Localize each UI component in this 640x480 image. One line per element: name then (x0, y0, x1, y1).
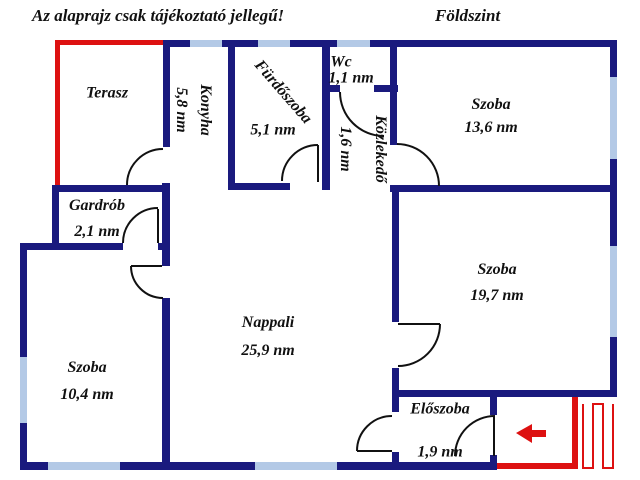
room-name: Konyha (197, 84, 214, 136)
disclaimer-title: Az alaprajz csak tájékoztató jellegű! (32, 6, 285, 25)
room-label-terasz: Terasz (85, 84, 129, 102)
room-label-nappali: Nappali 25,9 nm (241, 309, 294, 365)
doors-group (122, 91, 496, 457)
room-label-kozlekedo: Közlekedő 1,6 nm (328, 115, 398, 183)
room-label-konyha: Konyha 5,8 nm (169, 84, 217, 136)
room-area-wc: 1,1 nm (328, 69, 374, 87)
radiator-icon (582, 403, 614, 469)
room-area: 1,6 nm (337, 126, 354, 172)
room-label-szoba-jobb: Szoba 19,7 nm (470, 257, 523, 309)
room-name: Szoba (67, 359, 107, 376)
room-area: 10,4 nm (60, 386, 114, 403)
room-name: Nappali (241, 314, 295, 331)
room-label-gardrob: Gardrób 2,1 nm (69, 193, 125, 245)
room-label-eloszoba: Előszoba (410, 400, 470, 418)
room-area-furdoszoba: 5,1 nm (250, 121, 296, 139)
entrance-outline (497, 397, 578, 469)
room-area: 5,8 nm (173, 87, 190, 133)
room-label-szoba-bal: Szoba 10,4 nm (60, 354, 113, 408)
floor-title: Földszint (435, 6, 501, 25)
terrace-outline (55, 40, 163, 187)
room-name: Gardrób (68, 197, 126, 214)
room-name: Szoba (477, 261, 517, 278)
room-area: 19,7 nm (470, 287, 524, 304)
room-name: Szoba (471, 96, 511, 113)
room-area-eloszoba: 1,9 nm (417, 443, 463, 461)
room-label-szoba-felso: Szoba 13,6 nm (464, 93, 517, 139)
windows-group (20, 40, 617, 470)
room-area: 13,6 nm (464, 119, 518, 136)
room-name: Közlekedő (372, 115, 389, 183)
room-area: 25,9 nm (241, 342, 295, 359)
room-label-wc: Wc (330, 53, 352, 71)
room-area: 2,1 nm (74, 223, 120, 240)
entrance-arrow-icon (516, 424, 546, 443)
